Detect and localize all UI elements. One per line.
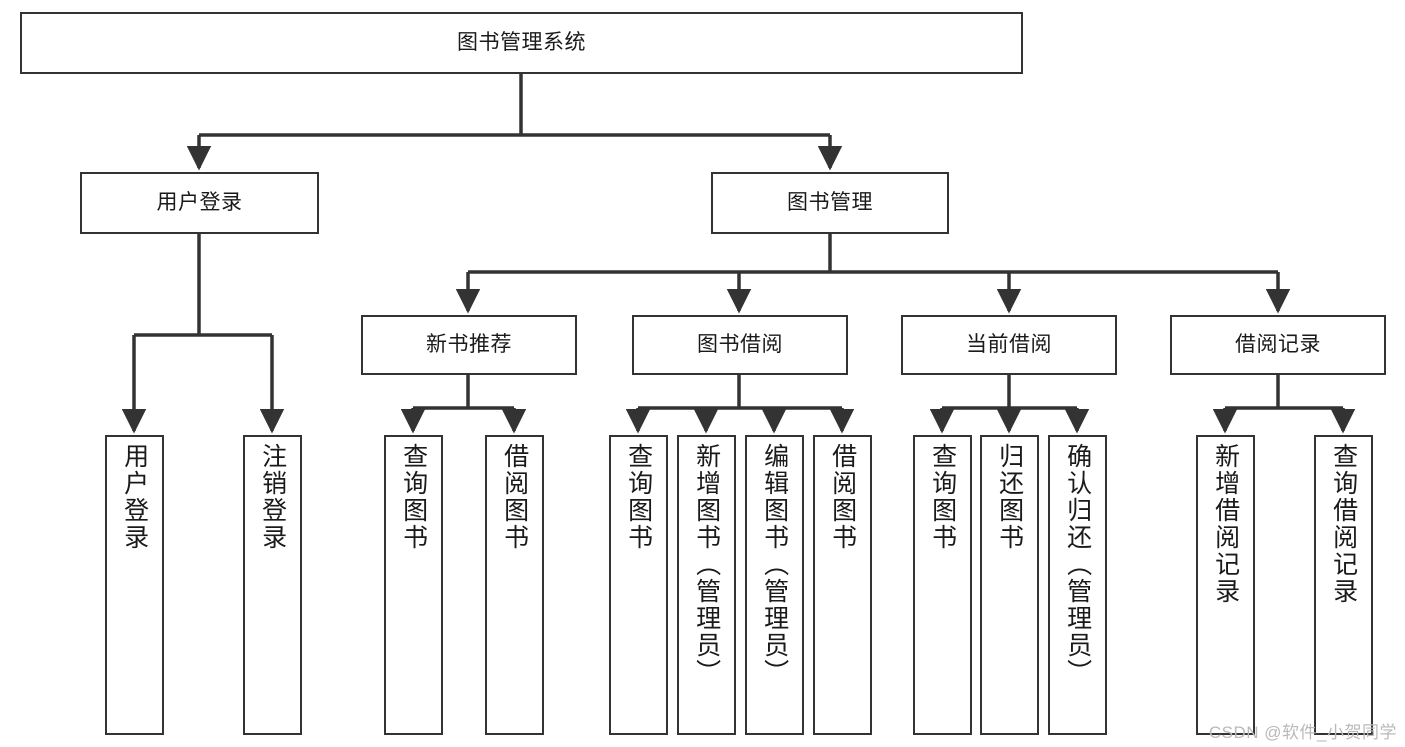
node-user-login-label: 用户登录 bbox=[156, 191, 243, 215]
node-leaf-label: 查询借阅记录 bbox=[1329, 443, 1358, 605]
node-leaf-book-borrow-add[interactable]: 新增图书（管理员） bbox=[677, 435, 736, 735]
node-book-management-label: 图书管理 bbox=[787, 191, 873, 215]
node-leaf-current-borrow-return[interactable]: 归还图书 bbox=[980, 435, 1039, 735]
node-leaf-new-book-query[interactable]: 查询图书 bbox=[384, 435, 443, 735]
node-current-borrow[interactable]: 当前借阅 bbox=[901, 315, 1117, 375]
node-root-system[interactable]: 图书管理系统 bbox=[20, 12, 1023, 74]
node-leaf-label: 用户登录 bbox=[120, 443, 149, 551]
node-current-borrow-label: 当前借阅 bbox=[966, 333, 1052, 357]
node-leaf-book-borrow-borrow[interactable]: 借阅图书 bbox=[813, 435, 872, 735]
node-book-borrow-label: 图书借阅 bbox=[697, 333, 783, 357]
node-book-borrow[interactable]: 图书借阅 bbox=[632, 315, 848, 375]
node-root-system-label: 图书管理系统 bbox=[457, 31, 586, 55]
node-leaf-label: 新增图书（管理员） bbox=[692, 443, 721, 686]
node-leaf-user-login-logout[interactable]: 注销登录 bbox=[243, 435, 302, 735]
node-borrow-record[interactable]: 借阅记录 bbox=[1170, 315, 1386, 375]
node-leaf-label: 新增借阅记录 bbox=[1211, 443, 1240, 605]
node-leaf-label: 查询图书 bbox=[928, 443, 957, 551]
node-leaf-label: 注销登录 bbox=[258, 443, 287, 551]
node-leaf-borrow-record-query[interactable]: 查询借阅记录 bbox=[1314, 435, 1373, 735]
node-leaf-book-borrow-edit[interactable]: 编辑图书（管理员） bbox=[745, 435, 804, 735]
node-new-book-recommend-label: 新书推荐 bbox=[426, 333, 512, 357]
node-leaf-user-login-login[interactable]: 用户登录 bbox=[105, 435, 164, 735]
node-leaf-label: 查询图书 bbox=[399, 443, 428, 551]
node-leaf-current-borrow-confirm[interactable]: 确认归还（管理员） bbox=[1048, 435, 1107, 735]
node-leaf-label: 归还图书 bbox=[995, 443, 1024, 551]
node-user-login[interactable]: 用户登录 bbox=[80, 172, 319, 234]
node-leaf-borrow-record-add[interactable]: 新增借阅记录 bbox=[1196, 435, 1255, 735]
node-leaf-label: 借阅图书 bbox=[500, 443, 529, 551]
node-leaf-label: 查询图书 bbox=[624, 443, 653, 551]
node-new-book-recommend[interactable]: 新书推荐 bbox=[361, 315, 577, 375]
watermark-text: CSDN @软件_小贺同学 bbox=[1208, 723, 1397, 742]
node-leaf-label: 确认归还（管理员） bbox=[1063, 443, 1092, 686]
node-leaf-current-borrow-query[interactable]: 查询图书 bbox=[913, 435, 972, 735]
node-book-management[interactable]: 图书管理 bbox=[711, 172, 949, 234]
node-leaf-label: 编辑图书（管理员） bbox=[760, 443, 789, 686]
node-leaf-new-book-borrow[interactable]: 借阅图书 bbox=[485, 435, 544, 735]
node-leaf-label: 借阅图书 bbox=[828, 443, 857, 551]
node-leaf-book-borrow-query[interactable]: 查询图书 bbox=[609, 435, 668, 735]
node-borrow-record-label: 借阅记录 bbox=[1235, 333, 1321, 357]
